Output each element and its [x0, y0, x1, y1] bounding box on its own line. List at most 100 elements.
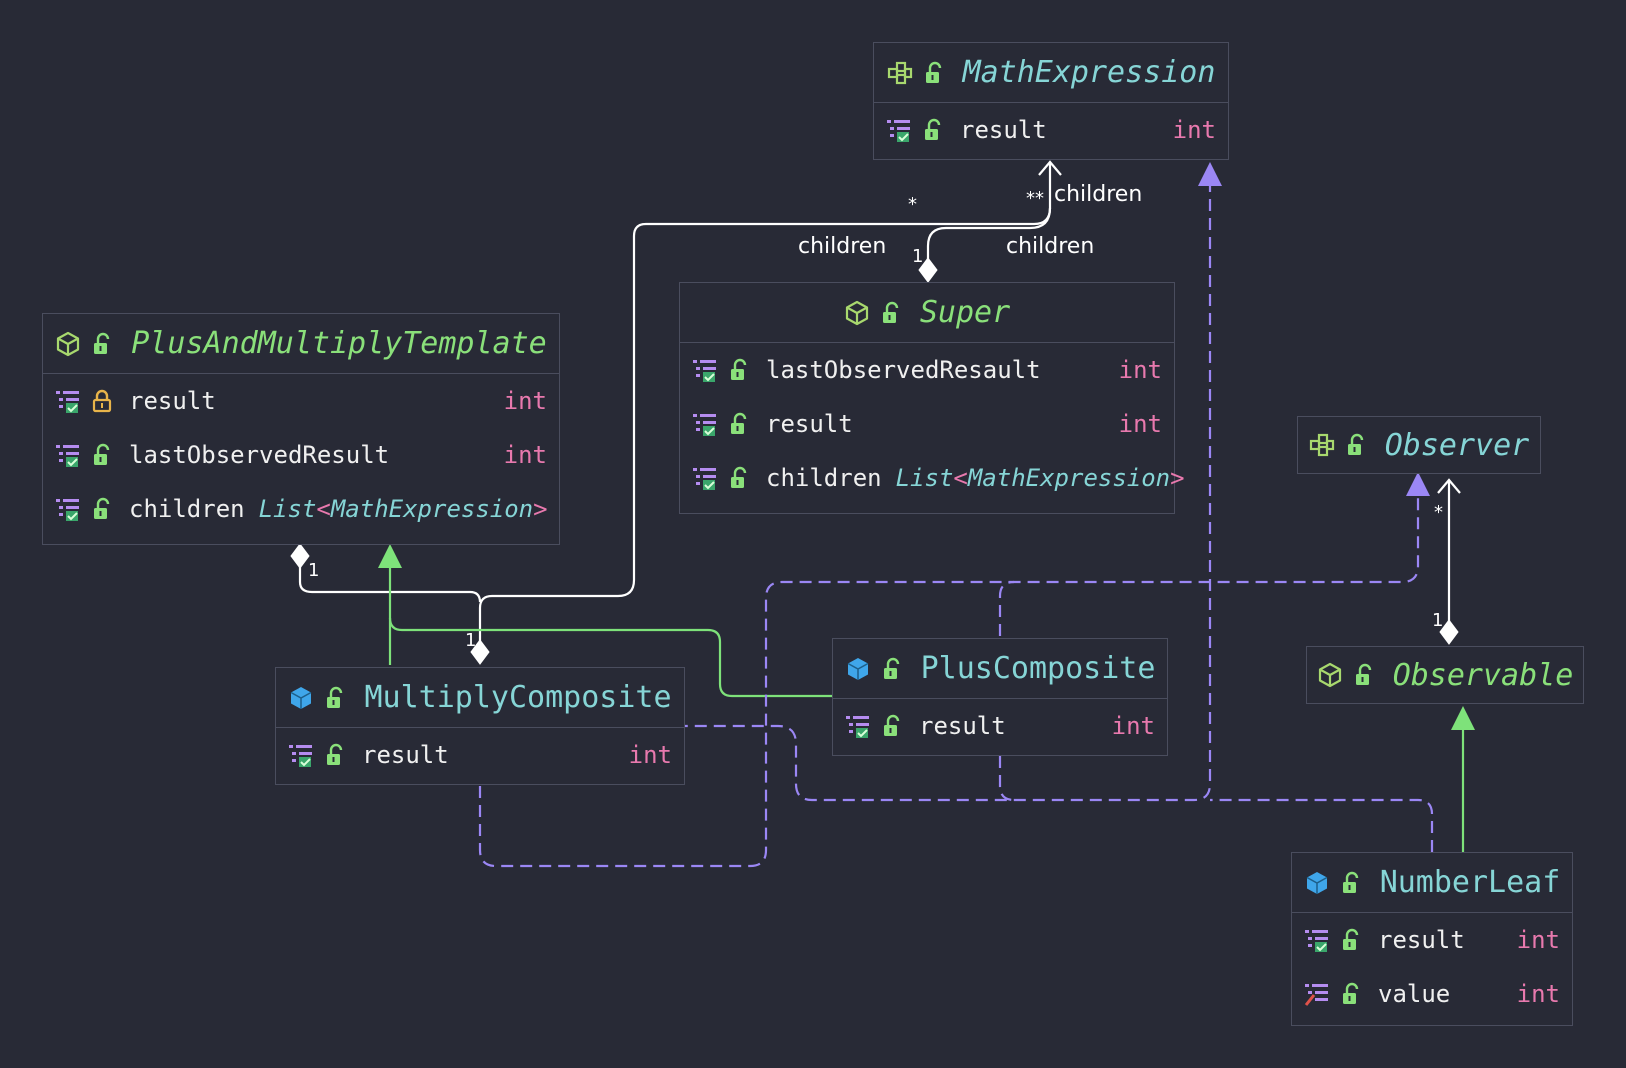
- open-lock-icon: [726, 411, 752, 437]
- class-name: MathExpression: [962, 55, 1216, 90]
- interface-icon: [887, 60, 913, 86]
- abstract-class-icon: [844, 300, 870, 326]
- realization-plus-to-mathexpression: [998, 756, 1015, 802]
- association-multiply-to-mathexpression: [478, 162, 1052, 650]
- realization-arrow-observer: [1406, 472, 1430, 496]
- association-template-to-multiply: [298, 560, 482, 603]
- field-row[interactable]: lastObservedResault int: [680, 343, 1174, 397]
- field-icon: [886, 117, 912, 143]
- open-lock-icon: [726, 357, 752, 383]
- open-lock-icon: [920, 117, 946, 143]
- class-box-plus[interactable]: PlusComposite result int: [832, 638, 1168, 756]
- multiplicity-label: *: [908, 194, 917, 215]
- open-lock-icon: [879, 713, 905, 739]
- field-name: result: [129, 387, 216, 415]
- field-name: result: [960, 116, 1047, 144]
- field-row[interactable]: result int: [680, 397, 1174, 451]
- association-label: children: [798, 234, 887, 259]
- field-type: int: [1118, 356, 1162, 384]
- association-label: children: [1006, 234, 1095, 259]
- field-icon: [692, 357, 718, 383]
- field-icon: [1304, 927, 1330, 953]
- class-name: PlusAndMultiplyTemplate: [131, 326, 547, 361]
- field-type: int: [1516, 980, 1560, 1008]
- field-row[interactable]: result int: [1292, 913, 1572, 967]
- field-name: lastObservedResault: [766, 356, 1041, 384]
- class-name: Observer: [1384, 427, 1530, 463]
- open-lock-icon: [1351, 662, 1377, 688]
- class-box-numberleaf[interactable]: NumberLeaf result int value int: [1291, 852, 1573, 1026]
- lock-icon: [89, 388, 115, 414]
- class-box-super[interactable]: Super lastObservedResault int result int…: [679, 282, 1185, 514]
- class-icon: [845, 656, 871, 682]
- interface-icon: [1309, 432, 1335, 458]
- field-name: children: [766, 464, 882, 492]
- class-header: NumberLeaf: [1292, 853, 1572, 913]
- field-name: lastObservedResult: [129, 441, 390, 469]
- realization-template-to-mathexpression: [684, 180, 1212, 802]
- field-row[interactable]: children List<MathExpression>: [43, 482, 559, 536]
- field-type: int: [1111, 712, 1155, 740]
- class-header: Super: [680, 283, 1174, 343]
- open-lock-icon: [89, 331, 115, 357]
- class-name: MultiplyComposite: [364, 680, 672, 715]
- class-header: PlusAndMultiplyTemplate: [43, 314, 559, 374]
- open-lock-icon: [921, 60, 947, 86]
- field-icon: [55, 442, 81, 468]
- multiplicity-label: *: [1434, 502, 1443, 523]
- class-icon: [288, 685, 314, 711]
- open-lock-icon: [879, 656, 905, 682]
- final-field-icon: [1304, 981, 1330, 1007]
- class-name: PlusComposite: [920, 651, 1156, 686]
- field-row[interactable]: result int: [276, 728, 684, 782]
- class-box-observable[interactable]: Observable: [1306, 646, 1584, 704]
- class-header: MultiplyComposite: [276, 668, 684, 728]
- multiplicity-label: 1: [1432, 610, 1444, 631]
- class-header: MathExpression: [874, 43, 1228, 103]
- field-icon: [288, 742, 314, 768]
- field-row[interactable]: children List<MathExpression>: [680, 451, 1185, 505]
- inheritance-plus-to-template: [388, 617, 832, 698]
- field-icon: [692, 411, 718, 437]
- field-row[interactable]: result int: [874, 103, 1228, 157]
- class-box-observer[interactable]: Observer: [1297, 416, 1541, 474]
- field-row[interactable]: value int: [1292, 967, 1572, 1021]
- abstract-class-icon: [55, 331, 81, 357]
- open-lock-icon: [89, 442, 115, 468]
- class-name: NumberLeaf: [1379, 865, 1561, 900]
- class-box-template[interactable]: PlusAndMultiplyTemplate result int lastO…: [42, 313, 560, 545]
- open-lock-icon: [1338, 870, 1364, 896]
- composition-diamond-multiply: [470, 639, 490, 665]
- field-name: value: [1378, 980, 1451, 1008]
- class-header: PlusComposite: [833, 639, 1167, 699]
- field-type: int: [1172, 116, 1216, 144]
- field-type: List<MathExpression>: [895, 464, 1185, 492]
- class-box-mathexpression[interactable]: MathExpression result int: [873, 42, 1229, 160]
- realization-leaf-to-mathexpression: [1210, 798, 1434, 852]
- association-super-to-mathexpression: [926, 207, 1052, 270]
- field-name: result: [362, 741, 449, 769]
- field-row[interactable]: lastObservedResult int: [43, 428, 559, 482]
- field-name: result: [919, 712, 1006, 740]
- field-row[interactable]: result int: [43, 374, 559, 428]
- class-box-multiply[interactable]: MultiplyComposite result int: [275, 667, 685, 785]
- open-lock-icon: [322, 685, 348, 711]
- class-header: Observable: [1307, 647, 1583, 703]
- field-icon: [55, 496, 81, 522]
- inheritance-arrow-observable: [1451, 706, 1475, 730]
- composition-diamond-template: [290, 543, 310, 569]
- open-lock-icon: [878, 300, 904, 326]
- realization-arrow-mathexpression: [1198, 162, 1222, 186]
- multiplicity-label: 1: [308, 560, 320, 581]
- class-icon: [1304, 870, 1330, 896]
- inheritance-arrow-template: [378, 544, 402, 568]
- field-icon: [55, 388, 81, 414]
- multiplicity-label: **: [1026, 188, 1044, 209]
- field-row[interactable]: result int: [833, 699, 1167, 753]
- field-type: int: [628, 741, 672, 769]
- class-header: Observer: [1298, 417, 1540, 473]
- multiplicity-label: 1: [912, 246, 924, 267]
- open-lock-icon: [726, 465, 752, 491]
- realization-plus-to-observer: [998, 580, 1015, 636]
- field-type: int: [1516, 926, 1560, 954]
